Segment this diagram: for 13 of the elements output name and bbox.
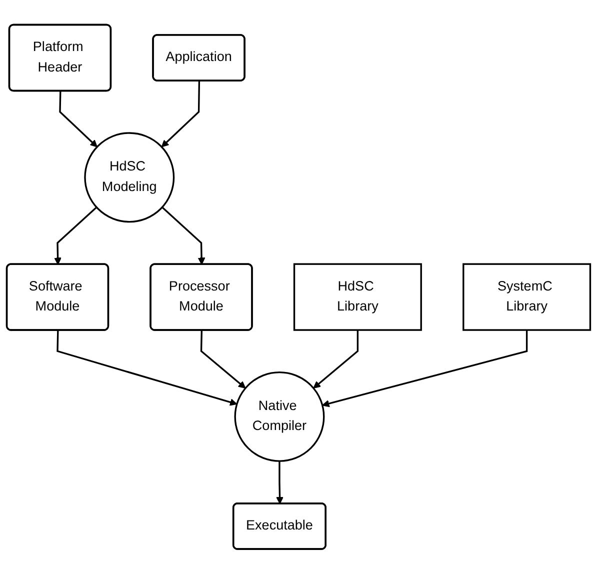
- arrow: [161, 80, 200, 147]
- node-box: HdSC Library: [293, 262, 422, 330]
- arrow: [276, 460, 284, 504]
- node-circle: HdSC Modeling: [84, 132, 175, 222]
- arrow: [56, 330, 238, 406]
- node-circle: Native Compiler: [234, 371, 325, 462]
- arrow: [59, 90, 98, 147]
- arrow: [54, 206, 98, 264]
- arrow: [313, 330, 359, 388]
- arrow: [200, 330, 246, 388]
- arrow: [162, 206, 206, 264]
- node-box: SystemC Library: [462, 262, 592, 330]
- arrow: [322, 330, 528, 407]
